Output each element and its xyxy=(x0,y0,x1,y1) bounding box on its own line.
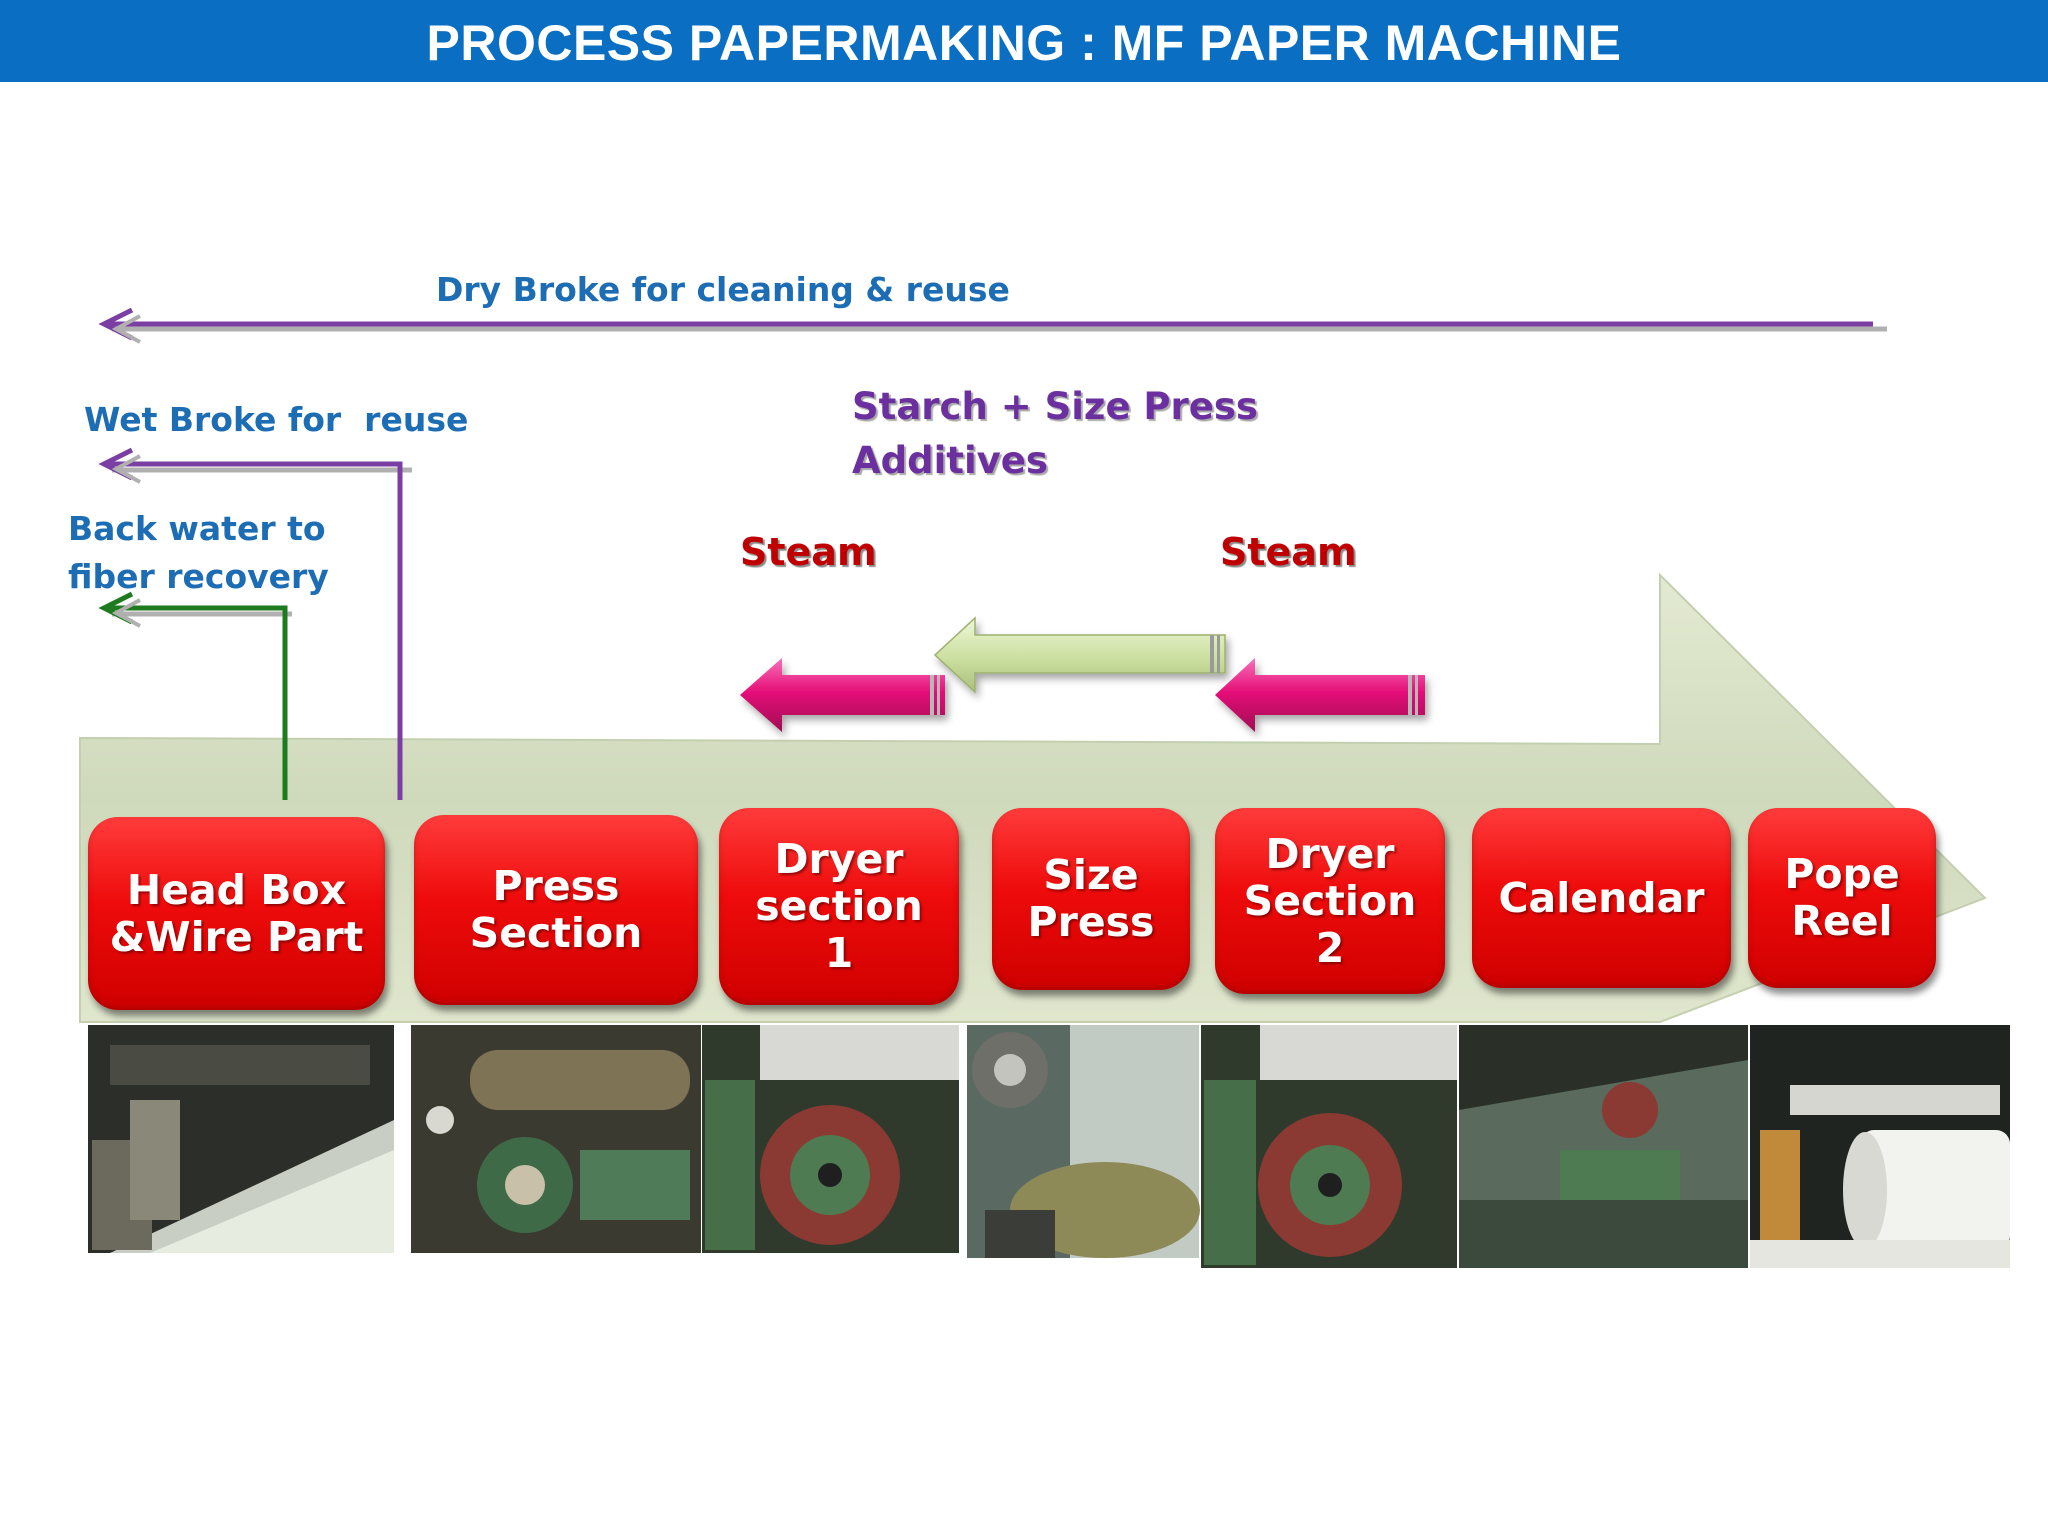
back-water-label: Back water to fiber recovery xyxy=(68,509,329,596)
press-rolls-photo xyxy=(411,1025,701,1253)
wet-broke-arrow xyxy=(98,447,412,800)
page-title: PROCESS PAPERMAKING : MF PAPER MACHINE xyxy=(426,15,1622,71)
dryer-cylinders-photo xyxy=(702,1025,959,1253)
stage-dryer-section-1: Dryer section 1 xyxy=(719,808,959,1005)
wire-section-photo xyxy=(88,1025,394,1253)
back-water-arrow xyxy=(98,591,292,800)
dry-broke-label: Dry Broke for cleaning & reuse xyxy=(436,270,1010,309)
steam-arrow-left xyxy=(740,658,945,732)
wet-broke-label: Wet Broke for reuse xyxy=(84,400,469,439)
stage-dryer-section-2: Dryer Section 2 xyxy=(1215,808,1445,994)
paper-reel-photo xyxy=(1750,1025,2010,1268)
steam-label-right: Steam xyxy=(1220,530,1357,574)
stage-pope-reel: Pope Reel xyxy=(1748,808,1936,988)
dry-broke-arrow xyxy=(98,307,1887,344)
starch-additive-arrow xyxy=(933,616,1226,694)
stage-press-section: Press Section xyxy=(414,815,698,1005)
stage-size-press: Size Press xyxy=(992,808,1190,990)
calender-stack-photo xyxy=(1459,1025,1748,1268)
stage-calendar: Calendar xyxy=(1472,808,1731,988)
starch-additives-label: Starch + Size Press Additives xyxy=(852,385,1258,482)
size-press-roll-photo xyxy=(967,1025,1200,1258)
dryer-cylinders-photo xyxy=(1201,1025,1457,1268)
title-bar xyxy=(0,0,2048,82)
stage-head-box: Head Box &Wire Part xyxy=(88,817,385,1010)
steam-arrow-right xyxy=(1215,658,1425,732)
steam-label-left: Steam xyxy=(740,530,877,574)
